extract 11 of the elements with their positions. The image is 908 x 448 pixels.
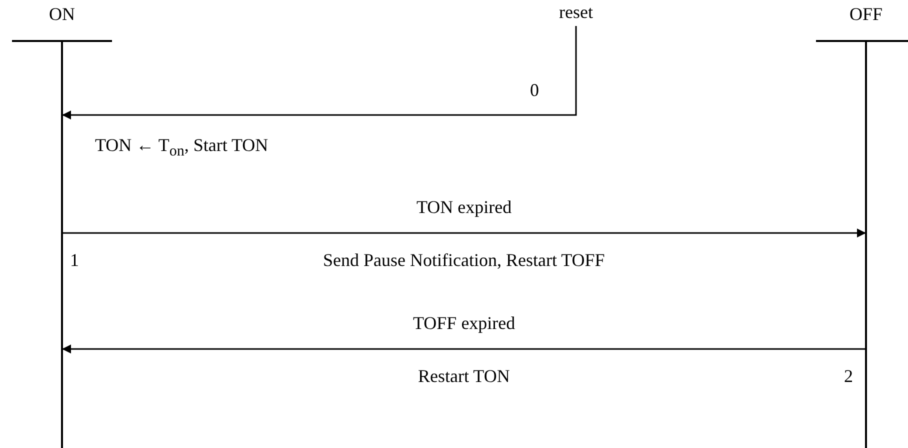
state-name: ON — [49, 4, 75, 24]
signal-name: reset — [548, 2, 604, 22]
action-text: TON ← T$_{on}$, Start TON — [95, 135, 268, 162]
transition-number: 2 — [844, 366, 853, 386]
arrow — [62, 26, 577, 120]
arrow — [62, 344, 866, 354]
arrow — [62, 228, 866, 238]
action-text: Restart TON — [418, 366, 510, 386]
state-name: OFF — [849, 4, 883, 24]
action-text: Send Pause Notification, Restart TOFF — [323, 250, 605, 270]
transition-number: 1 — [70, 250, 79, 270]
